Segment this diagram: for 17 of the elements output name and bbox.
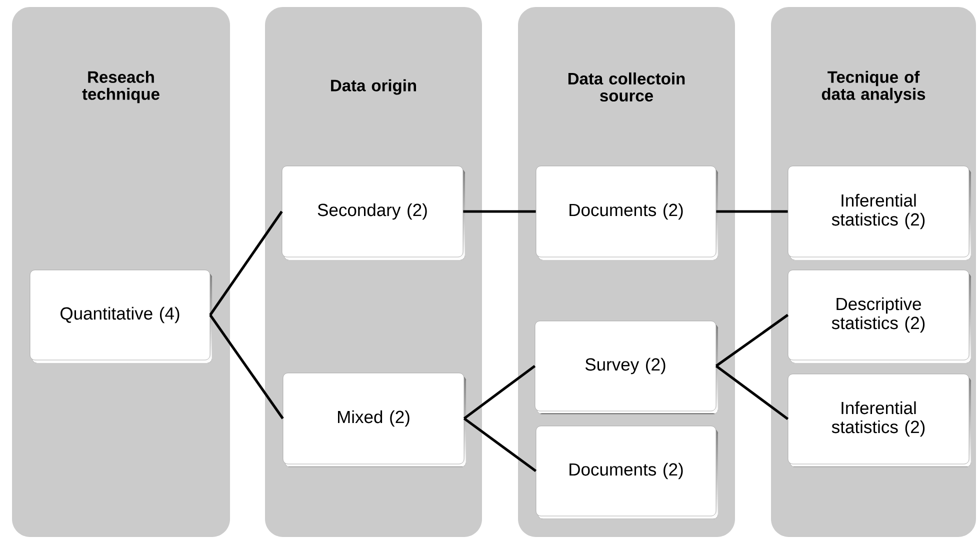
connector-line bbox=[715, 314, 789, 368]
connector-line bbox=[463, 210, 536, 213]
category-box: Documents (2) bbox=[536, 426, 718, 519]
connector-line bbox=[209, 314, 284, 420]
category-box: Quantitative (4) bbox=[30, 270, 212, 363]
category-box: Inferential statistics (2) bbox=[788, 374, 971, 467]
category-box: Documents (2) bbox=[536, 166, 718, 260]
connector-line bbox=[463, 417, 537, 472]
connector-line bbox=[716, 210, 788, 213]
connector-line bbox=[715, 364, 789, 420]
category-box: Inferential statistics (2) bbox=[788, 166, 971, 260]
category-box: Secondary (2) bbox=[282, 166, 465, 260]
category-box: Descriptive statistics (2) bbox=[788, 270, 971, 363]
connector-line bbox=[209, 210, 283, 316]
category-box: Survey (2) bbox=[534, 320, 718, 414]
category-box: Mixed (2) bbox=[282, 372, 466, 467]
connector-line bbox=[463, 364, 536, 420]
